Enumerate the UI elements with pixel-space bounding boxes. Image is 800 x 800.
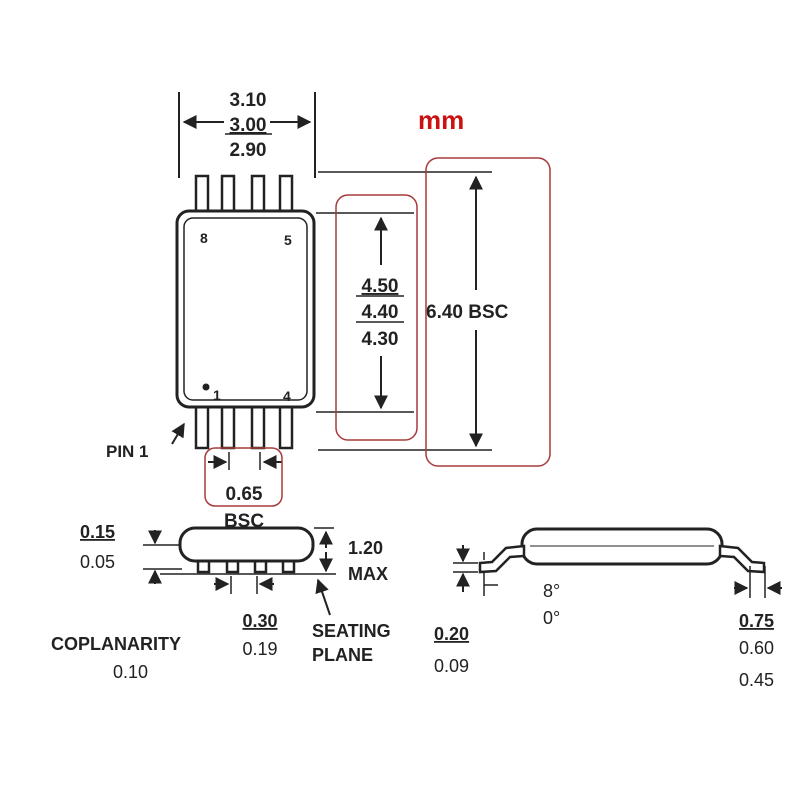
pin1-dot: [202, 383, 210, 391]
angle-min: 0°: [543, 608, 560, 628]
body-length-highlight: [335, 194, 418, 441]
foot-max: 0.75: [739, 611, 774, 631]
pin-4-label: 4: [283, 388, 291, 404]
body-length-min: 4.30: [362, 329, 399, 350]
height-value: 1.20: [348, 538, 383, 558]
pin-1-label: 1: [213, 387, 221, 403]
coplanarity-label: COPLANARITY: [51, 634, 181, 654]
seating-label-2: PLANE: [312, 645, 373, 665]
lead-top-7: [220, 174, 236, 216]
pin-5-label: 5: [284, 232, 292, 248]
pitch-highlight: [204, 447, 283, 507]
side-view: 0.15 0.05 1.20 MAX 0.30 0.19 SEATING PLA…: [51, 522, 391, 682]
lead-thickness-min: 0.09: [434, 656, 469, 676]
standoff-min: 0.05: [80, 552, 115, 572]
lead-right: [718, 544, 766, 574]
pitch-value: 0.65: [226, 484, 263, 505]
angle-max: 8°: [543, 581, 560, 601]
height-note: MAX: [348, 564, 388, 584]
width-max: 3.10: [230, 90, 267, 111]
unit-label: mm: [418, 105, 464, 135]
lead-top-5: [278, 174, 294, 216]
standoff-max: 0.15: [80, 522, 115, 542]
lead-width-max: 0.30: [242, 611, 277, 631]
body-length-nom: 4.40: [362, 302, 399, 323]
overall-width: 6.40 BSC: [426, 302, 509, 323]
body-length-max: 4.50: [362, 276, 399, 297]
pin-8-label: 8: [200, 230, 208, 246]
lead-left: [478, 544, 526, 574]
package-body: [175, 209, 316, 409]
end-view: 0.20 0.09 8° 0° 0.75 0.60 0.45: [434, 527, 782, 690]
seating-label-1: SEATING: [312, 621, 391, 641]
top-view: 3.10 3.00 2.90 8 5 1 4 PIN 1 4.50 4.40: [106, 90, 551, 532]
width-min: 2.90: [230, 140, 267, 161]
foot-min: 0.45: [739, 670, 774, 690]
width-nom: 3.00: [230, 115, 267, 136]
lead-width-min: 0.19: [242, 639, 277, 659]
side-body: [178, 526, 315, 563]
lead-thickness-max: 0.20: [434, 624, 469, 644]
coplanarity-value: 0.10: [113, 662, 148, 682]
lead-top-6: [250, 174, 266, 216]
pin1-callout: PIN 1: [106, 442, 149, 461]
foot-nom: 0.60: [739, 638, 774, 658]
overall-width-highlight: [425, 157, 551, 467]
lead-top-8: [194, 174, 210, 216]
